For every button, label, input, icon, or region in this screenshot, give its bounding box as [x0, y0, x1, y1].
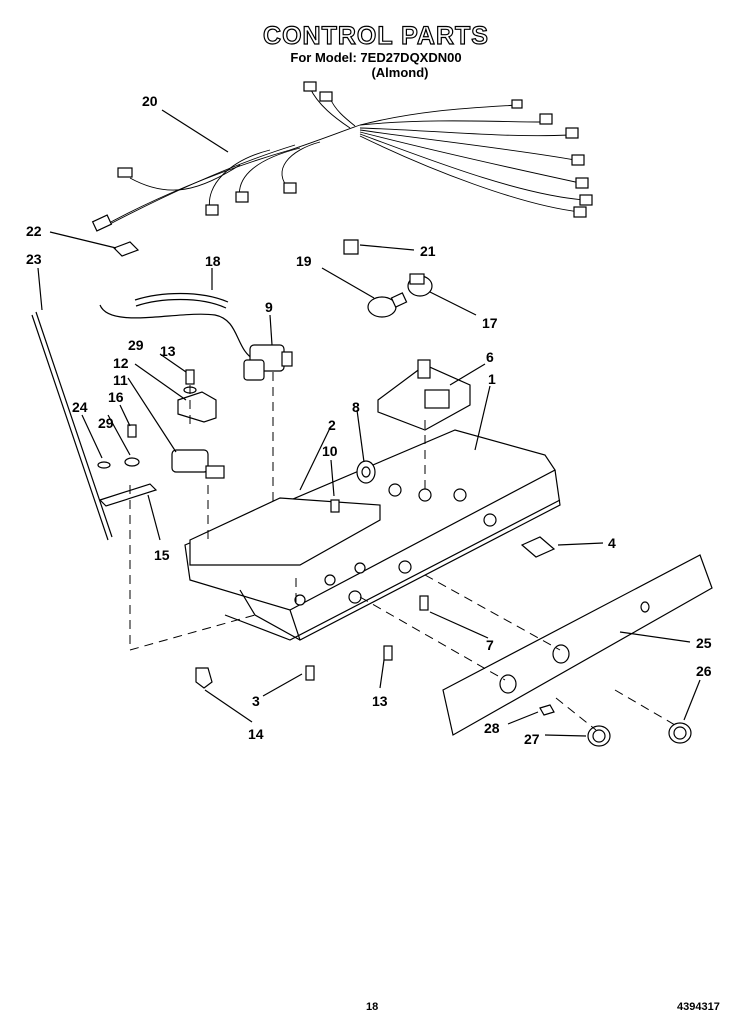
callout-16: 16 — [108, 389, 124, 405]
panel-knob-hole-left — [499, 674, 517, 694]
tube-18 — [134, 292, 229, 309]
callout-labels: 20 22 23 18 19 21 17 9 6 1 8 2 10 29 13 … — [26, 93, 712, 747]
model-number-line: For Model: 7ED27DQXDN00 — [290, 50, 462, 65]
page-title: CONTROL PARTS — [262, 21, 489, 50]
screw-13-upper — [185, 369, 195, 385]
callout-26: 26 — [696, 663, 712, 679]
clip-14 — [195, 667, 213, 689]
callout-24: 24 — [72, 399, 88, 415]
capillary-tube — [99, 304, 256, 361]
socket-17 — [407, 273, 433, 297]
callout-20: 20 — [142, 93, 158, 109]
bracket-2 — [189, 497, 381, 566]
washer-29-lower — [124, 457, 140, 467]
side-bracket-23 — [31, 311, 113, 541]
callout-1: 1 — [488, 371, 496, 387]
thermostat-11 — [171, 449, 225, 479]
screw-16 — [127, 424, 137, 438]
callout-23: 23 — [26, 251, 42, 267]
panel-slot — [640, 601, 650, 613]
callout-19: 19 — [296, 253, 312, 269]
callout-15: 15 — [154, 547, 170, 563]
callout-7: 7 — [486, 637, 494, 653]
callout-3: 3 — [252, 693, 260, 709]
callout-14: 14 — [248, 726, 264, 742]
callout-29-lower: 29 — [98, 415, 114, 431]
callout-27: 27 — [524, 731, 540, 747]
clip-22 — [112, 241, 140, 257]
callout-4: 4 — [608, 535, 616, 551]
callout-10: 10 — [322, 443, 338, 459]
knob-26 — [668, 722, 692, 744]
callout-13-lower: 13 — [372, 693, 388, 709]
screw-3 — [305, 665, 315, 681]
callout-13-upper: 13 — [160, 343, 176, 359]
relay-9 — [243, 344, 293, 381]
callout-21: 21 — [420, 243, 436, 259]
clip-28 — [539, 704, 555, 716]
callout-28: 28 — [484, 720, 500, 736]
clip-4 — [520, 536, 556, 558]
document-number: 4394317 — [677, 1001, 720, 1013]
lever-15 — [98, 483, 158, 507]
screw-7 — [419, 595, 429, 611]
panel-knob-hole-right — [552, 644, 570, 664]
screw-10 — [330, 499, 340, 513]
callout-12: 12 — [113, 355, 129, 371]
callout-25: 25 — [696, 635, 712, 651]
page-number: 18 — [366, 1001, 379, 1013]
control-panel-25 — [442, 554, 713, 736]
callout-6: 6 — [486, 349, 494, 365]
assembly-lines — [129, 372, 676, 731]
bracket-12 — [177, 391, 217, 423]
knob-27 — [587, 725, 611, 747]
bulb-socket-8 — [356, 460, 376, 484]
callout-22: 22 — [26, 223, 42, 239]
callout-11: 11 — [113, 372, 128, 388]
callout-29-upper: 29 — [128, 337, 144, 353]
callout-8: 8 — [352, 399, 360, 415]
leader-lines — [37, 109, 701, 737]
callout-17: 17 — [482, 315, 498, 331]
screw-13-lower — [383, 645, 393, 661]
washer-24 — [97, 461, 111, 469]
wiring-harness — [91, 81, 593, 232]
clip-21 — [343, 239, 359, 255]
control-board-6 — [377, 359, 471, 431]
callout-2: 2 — [328, 417, 336, 433]
callout-18: 18 — [205, 253, 221, 269]
bulb-19 — [367, 292, 408, 318]
callout-9: 9 — [265, 299, 273, 315]
color-line: (Almond) — [371, 65, 429, 80]
